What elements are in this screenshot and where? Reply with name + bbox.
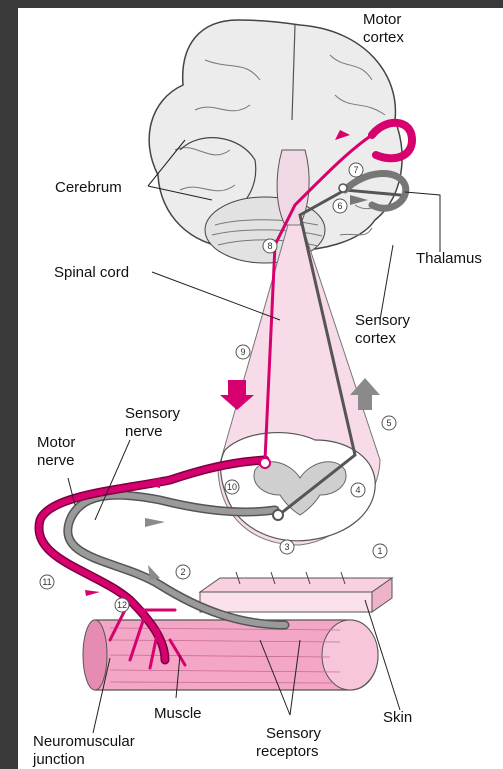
motor-neuron-body — [260, 458, 270, 468]
step-marker-9: 9 — [236, 345, 250, 359]
svg-text:8: 8 — [267, 241, 272, 251]
label-motor-nerve-line1: Motor — [37, 434, 75, 451]
svg-text:11: 11 — [42, 577, 51, 587]
svg-text:1: 1 — [377, 546, 382, 556]
label-thalamus: Thalamus — [416, 250, 482, 267]
label-muscle: Muscle — [154, 705, 202, 722]
label-sensory-receptors-line2: receptors — [256, 743, 319, 760]
label-sensory-nerve-line1: Sensory — [125, 405, 181, 422]
svg-text:6: 6 — [337, 201, 342, 211]
label-spinal-cord: Spinal cord — [54, 264, 129, 281]
step-marker-10: 10 — [225, 480, 239, 494]
svg-text:9: 9 — [240, 347, 245, 357]
thalamus-neuron — [339, 184, 347, 192]
label-skin: Skin — [383, 709, 412, 726]
label-cerebrum: Cerebrum — [55, 179, 122, 196]
label-motor-cortex-line2: cortex — [363, 29, 404, 46]
svg-text:12: 12 — [117, 600, 127, 610]
step-marker-8: 8 — [263, 239, 277, 253]
label-neuromuscular-line2: junction — [32, 751, 85, 768]
label-sensory-nerve-line2: nerve — [125, 423, 163, 440]
svg-text:5: 5 — [386, 418, 391, 428]
label-motor-nerve-line2: nerve — [37, 452, 75, 469]
skin-block — [200, 572, 392, 612]
label-neuromuscular-line1: Neuromuscular — [33, 733, 135, 750]
step-marker-5: 5 — [382, 416, 396, 430]
step-marker-12: 12 — [115, 598, 129, 612]
step-marker-1: 1 — [373, 544, 387, 558]
step-marker-2: 2 — [176, 565, 190, 579]
svg-text:3: 3 — [284, 542, 289, 552]
svg-text:2: 2 — [180, 567, 185, 577]
step-marker-4: 4 — [351, 483, 365, 497]
step-marker-6: 6 — [333, 199, 347, 213]
label-motor-cortex-line1: Motor — [363, 11, 401, 28]
svg-text:10: 10 — [227, 482, 237, 492]
step-marker-3: 3 — [280, 540, 294, 554]
muscle — [83, 620, 378, 690]
label-sensory-cortex-line1: Sensory — [355, 312, 411, 329]
step-marker-11: 11 — [40, 575, 54, 589]
label-sensory-cortex-line2: cortex — [355, 330, 396, 347]
sensory-neuron-body — [273, 510, 283, 520]
step-marker-7: 7 — [349, 163, 363, 177]
label-sensory-receptors-line1: Sensory — [266, 725, 322, 742]
svg-text:4: 4 — [355, 485, 360, 495]
svg-text:7: 7 — [353, 165, 358, 175]
